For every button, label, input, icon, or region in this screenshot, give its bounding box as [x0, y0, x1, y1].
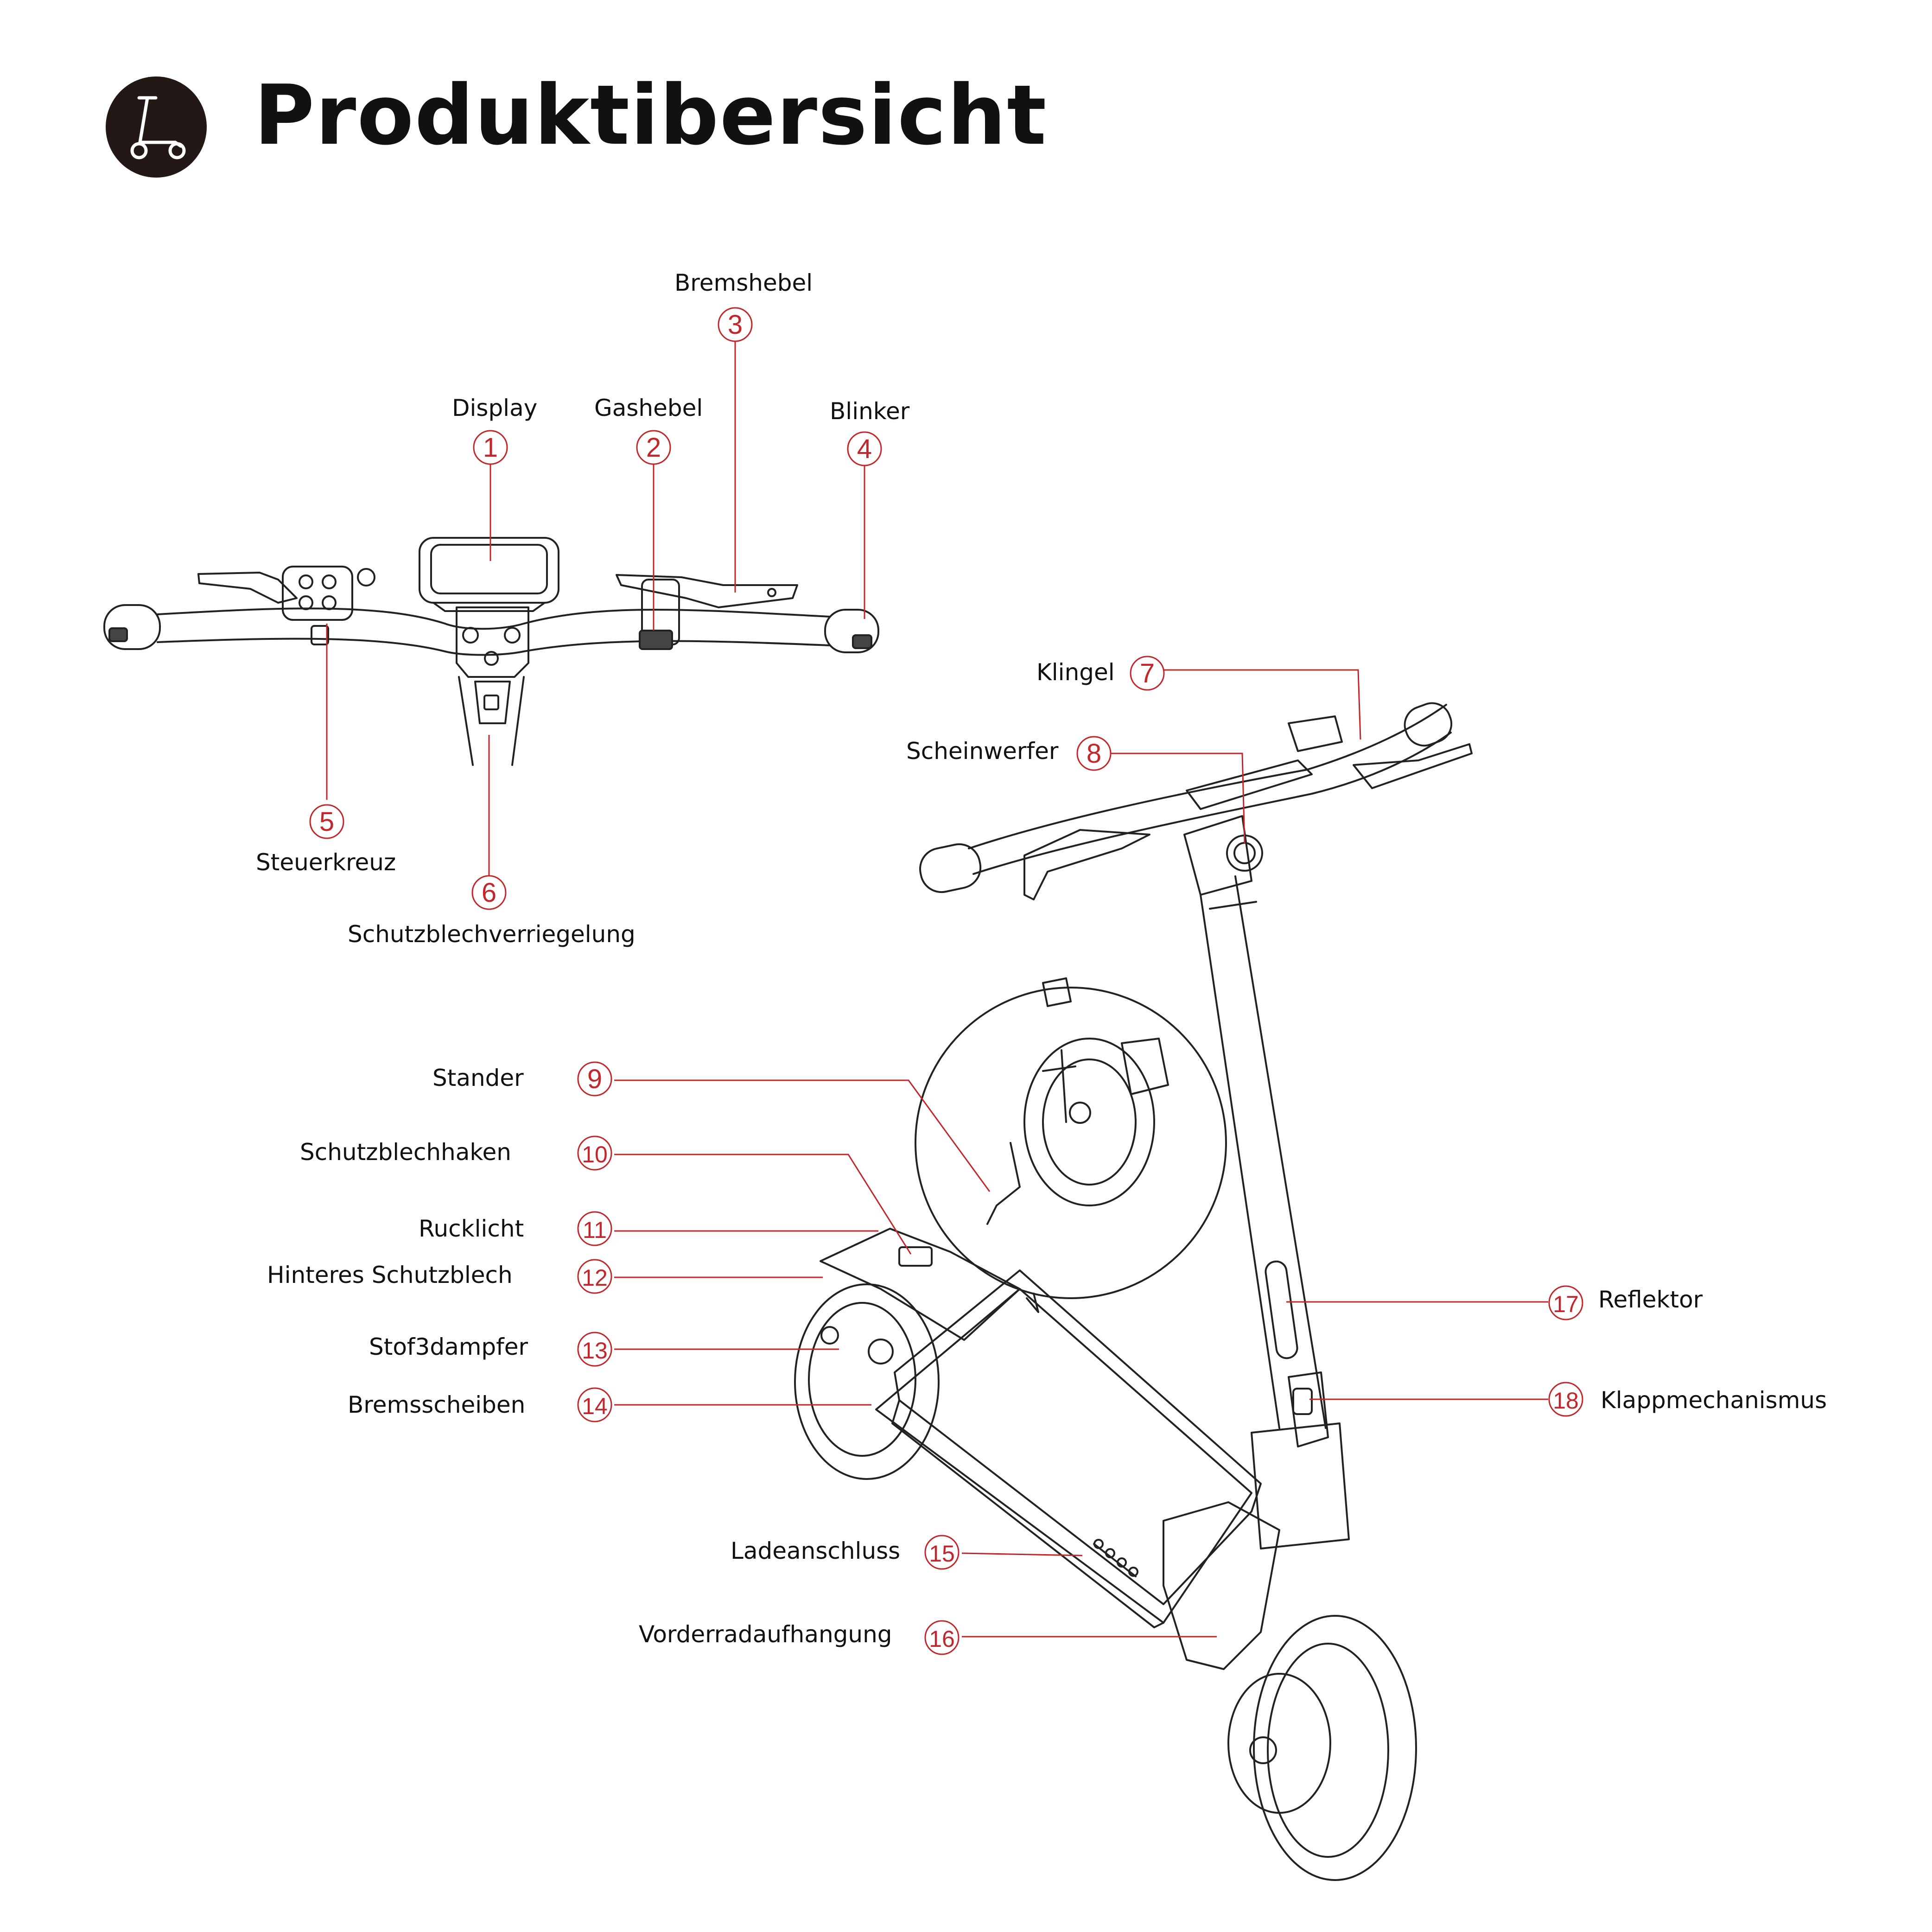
- label-kickstand: Stander: [432, 1065, 524, 1091]
- label-fender-lock: Schutzblechverriegelung: [348, 921, 636, 948]
- callout-circle: [577, 1061, 612, 1097]
- label-rear-fender: Hinteres Schutzblech: [267, 1262, 513, 1288]
- callout-number: 9: [587, 1064, 602, 1094]
- label-brake-lever: Bremshebel: [674, 269, 813, 296]
- callout-number: 17: [1553, 1291, 1579, 1317]
- label-indicator: Blinker: [830, 398, 910, 425]
- callout-circle: [1076, 736, 1112, 771]
- callout-circle: [577, 1135, 612, 1171]
- callout-circle: [577, 1387, 612, 1422]
- label-display: Display: [452, 395, 538, 421]
- label-fender-hook: Schutzblechhaken: [300, 1139, 511, 1166]
- callout-number: 16: [929, 1626, 955, 1652]
- callout-number: 6: [482, 878, 496, 908]
- callout-circle: [309, 804, 344, 839]
- callout-number: 7: [1140, 658, 1155, 689]
- callout-number: 18: [1553, 1388, 1579, 1414]
- callout-number: 14: [582, 1393, 608, 1419]
- callout-7: 7: [1130, 656, 1165, 691]
- callout-circle: [471, 875, 507, 910]
- callout-18: 18: [1548, 1382, 1583, 1417]
- callout-number: 13: [582, 1338, 608, 1364]
- label-brake-discs: Bremsscheiben: [348, 1391, 526, 1418]
- callout-circle: [1130, 656, 1165, 691]
- callout-circle: [1548, 1285, 1583, 1320]
- callout-number: 5: [319, 807, 334, 837]
- label-bell: Klingel: [1036, 659, 1115, 686]
- callout-3: 3: [718, 307, 753, 342]
- callout-4: 4: [847, 431, 882, 466]
- callout-11: 11: [577, 1211, 612, 1246]
- callout-circle: [473, 430, 508, 465]
- callout-circle: [577, 1332, 612, 1367]
- callout-circle: [924, 1535, 960, 1570]
- callout-9: 9: [577, 1061, 612, 1097]
- callout-number: 12: [582, 1265, 608, 1291]
- label-rear-light: Rucklicht: [419, 1215, 524, 1242]
- label-throttle: Gashebel: [594, 395, 703, 421]
- callout-number: 3: [728, 310, 743, 340]
- callout-number: 8: [1087, 739, 1101, 769]
- handlebar-front-view: [103, 537, 879, 766]
- kickstand-detail-inset: [915, 977, 1227, 1313]
- label-control-cross: Steuerkreuz: [256, 849, 396, 876]
- label-shock-absorber: Stof3dampfer: [369, 1333, 528, 1360]
- callout-number: 11: [583, 1217, 607, 1243]
- callout-number: 4: [857, 434, 872, 464]
- scooter-icon: [106, 77, 207, 178]
- label-folding-mechanism: Klappmechanismus: [1601, 1387, 1827, 1414]
- callout-circle: [718, 307, 753, 342]
- leader-lines: [326, 341, 1548, 1638]
- label-front-suspension: Vorderradaufhangung: [639, 1621, 892, 1648]
- callout-number: 10: [582, 1141, 608, 1167]
- page-title: Produktibersicht: [254, 67, 1048, 163]
- callout-2: 2: [636, 430, 671, 465]
- label-reflector: Reflektor: [1598, 1286, 1703, 1313]
- callout-15: 15: [924, 1535, 960, 1570]
- callout-number: 1: [483, 433, 498, 463]
- scooter-side-view: [794, 702, 1473, 1881]
- callout-8: 8: [1076, 736, 1112, 771]
- callout-14: 14: [577, 1387, 612, 1422]
- callout-circle: [577, 1211, 612, 1246]
- label-headlight: Scheinwerfer: [906, 738, 1059, 765]
- callout-circle: [847, 431, 882, 466]
- callout-circle: [1548, 1382, 1583, 1417]
- callout-circle: [924, 1620, 960, 1655]
- callout-circle: [577, 1259, 612, 1294]
- label-charging-port: Ladeanschluss: [731, 1537, 901, 1564]
- callout-16: 16: [924, 1620, 960, 1655]
- callout-circle: [636, 430, 671, 465]
- callout-17: 17: [1548, 1285, 1583, 1320]
- callout-1: 1: [473, 430, 508, 465]
- callout-5: 5: [309, 804, 344, 839]
- callout-number: 15: [929, 1541, 955, 1567]
- callout-12: 12: [577, 1259, 612, 1294]
- callout-13: 13: [577, 1332, 612, 1367]
- callout-6: 6: [471, 875, 507, 910]
- callout-10: 10: [577, 1135, 612, 1171]
- callout-number: 2: [646, 433, 661, 463]
